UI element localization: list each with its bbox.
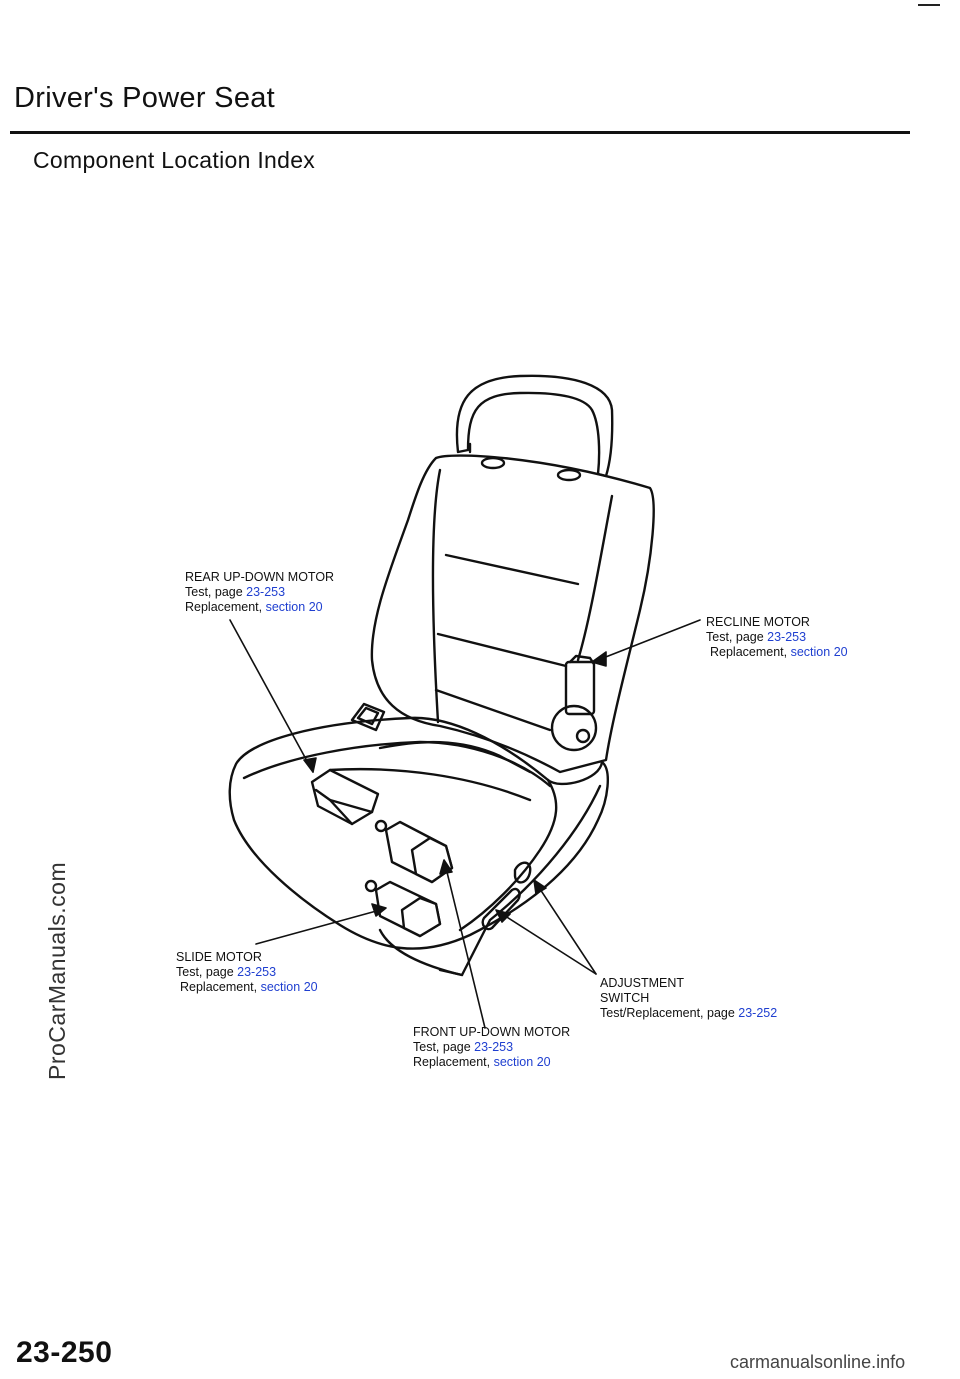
page-subtitle: Component Location Index [33,147,316,173]
corner-mark [918,4,940,6]
leader-recline [591,619,701,667]
leader-adjustment [495,879,597,975]
footer-site: carmanualsonline.info [730,1352,906,1372]
adjustment-switch-knob [513,861,532,884]
slide-motor-label: SLIDE MOTOR [176,950,262,964]
backrest [370,454,655,774]
adjustment-switch-label-1: ADJUSTMENT [600,976,685,990]
leader-rear-up-down [229,619,317,773]
callout-rear-up-down-motor: REAR UP-DOWN MOTOR Test, page 23-253 Rep… [185,570,335,614]
seat-cushion [228,716,609,950]
callout-front-up-down-motor: FRONT UP-DOWN MOTOR Test, page 23-253 Re… [413,1025,571,1069]
slide-test-link[interactable]: 23-253 [237,965,277,979]
page-number: 23-250 [16,1336,113,1369]
rear-up-down-motor-label: REAR UP-DOWN MOTOR [185,570,335,584]
page-title: Driver's Power Seat [14,82,276,114]
leader-front-up-down [439,859,486,1029]
adjustment-switch-test-link[interactable]: 23-252 [738,1006,778,1020]
slide-motor [364,879,442,938]
callout-adjustment-switch: ADJUSTMENT SWITCH Test/Replacement, page… [600,976,778,1020]
slide-replacement-link[interactable]: section 20 [260,980,318,994]
front-up-down-motor-label: FRONT UP-DOWN MOTOR [413,1025,571,1039]
recline-replacement-link[interactable]: section 20 [790,645,848,659]
adjustment-switch-lever [481,887,521,931]
front-up-down-test-link[interactable]: 23-253 [474,1040,514,1054]
recline-motor-label: RECLINE MOTOR [706,615,810,629]
leader-slide [255,903,387,945]
rear-up-down-test-link[interactable]: 23-253 [246,585,286,599]
title-rule [10,131,910,134]
callout-slide-motor: SLIDE MOTOR Test, page 23-253 Replacemen… [176,950,318,994]
callout-recline-motor: RECLINE MOTOR Test, page 23-253 Replacem… [706,615,848,659]
recline-test-link[interactable]: 23-253 [767,630,807,644]
adjustment-switch-label-2: SWITCH [600,991,650,1005]
rear-up-down-replacement-link[interactable]: section 20 [265,600,323,614]
front-up-down-replacement-link[interactable]: section 20 [493,1055,551,1069]
rear-up-down-motor [310,768,380,826]
recline-motor-body [564,660,596,716]
